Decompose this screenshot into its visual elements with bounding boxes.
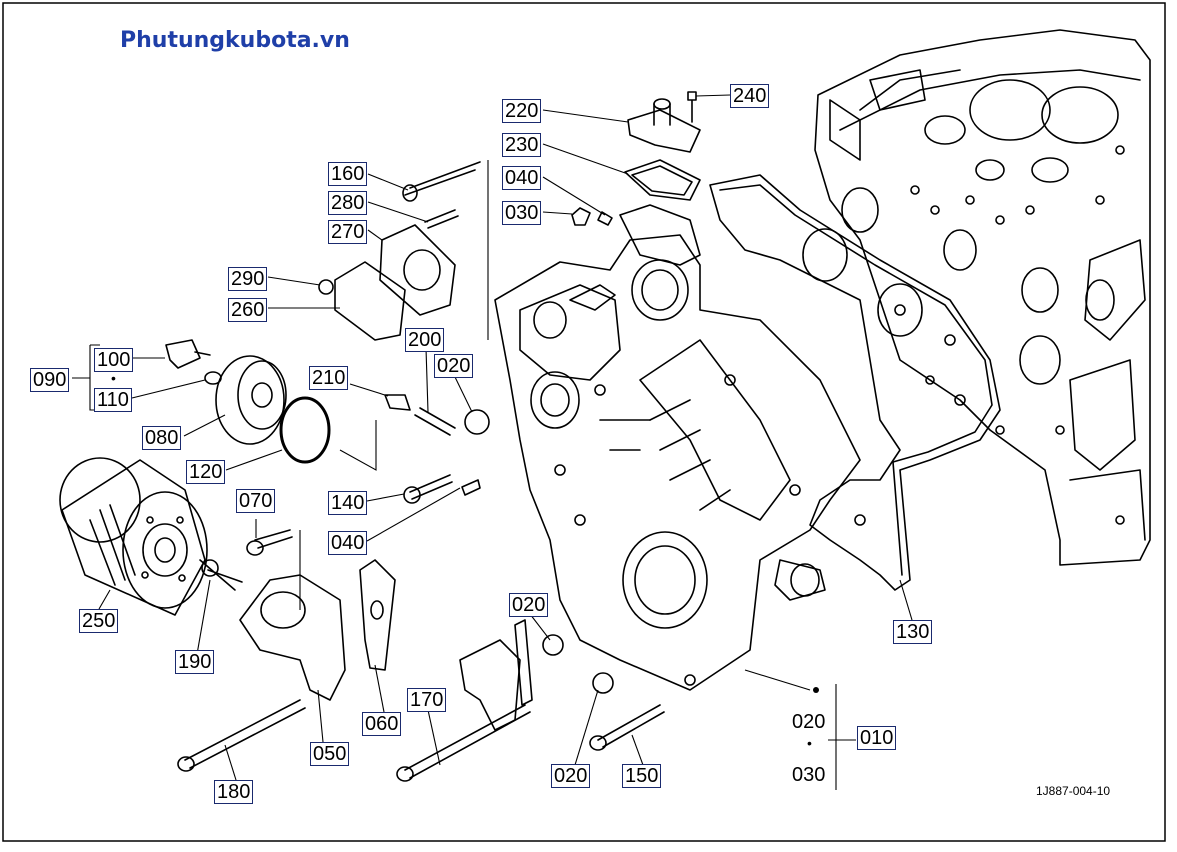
- gasket-130-drawing: [709, 174, 1001, 591]
- watermark: Phutungkubota.vn: [120, 28, 350, 53]
- leader-dot: [813, 687, 819, 693]
- callout-060[interactable]: 060: [362, 712, 402, 736]
- callout-240[interactable]: 240: [730, 84, 770, 108]
- callout-040[interactable]: 040: [502, 166, 542, 190]
- callout-120[interactable]: 120: [186, 460, 226, 484]
- callout-230[interactable]: 230: [502, 133, 542, 157]
- drawing-code: 1J887-004-10: [1036, 784, 1111, 798]
- callout-080[interactable]: 080: [142, 426, 182, 450]
- callout-290[interactable]: 290: [228, 267, 268, 291]
- bolt-150-drawing: [597, 704, 665, 748]
- callout-030-group: 030: [792, 764, 826, 786]
- plug-030-drawing: [571, 207, 591, 226]
- callout-050[interactable]: 050: [310, 742, 350, 766]
- gear-case-drawing: [494, 234, 861, 691]
- engine-block-drawing: [814, 29, 1151, 566]
- group-dot-2: •: [807, 735, 812, 751]
- pin-040-drawing: [597, 211, 613, 226]
- callout-010[interactable]: 010: [857, 726, 897, 750]
- group-dot: •: [111, 370, 116, 386]
- callout-070[interactable]: 070: [236, 489, 276, 513]
- callout-160[interactable]: 160: [328, 162, 368, 186]
- plug-020b-drawing: [542, 634, 564, 656]
- callout-270[interactable]: 270: [328, 220, 368, 244]
- callout-180[interactable]: 180: [214, 780, 254, 804]
- callout-280[interactable]: 280: [328, 191, 368, 215]
- cover-plate-drawing: [318, 161, 481, 341]
- callout-020[interactable]: 020: [434, 354, 474, 378]
- callout-100[interactable]: 100: [94, 348, 134, 372]
- callout-210[interactable]: 210: [309, 366, 349, 390]
- callout-250[interactable]: 250: [79, 609, 119, 633]
- callout-130[interactable]: 130: [893, 620, 933, 644]
- callout-260[interactable]: 260: [228, 298, 268, 322]
- valve-210-drawing: [384, 394, 411, 411]
- spring-200-drawing: [414, 407, 456, 436]
- callout-170[interactable]: 170: [407, 688, 447, 712]
- oil-filter-drawing: [59, 457, 208, 616]
- callout-020b[interactable]: 020: [509, 593, 549, 617]
- callout-040b[interactable]: 040: [328, 531, 368, 555]
- plug-020-drawing: [464, 409, 490, 435]
- callout-090[interactable]: 090: [30, 368, 70, 392]
- filter-bracket-drawing: [199, 529, 396, 701]
- callout-020-group: 020: [792, 711, 826, 733]
- relief-valve-drawing: [165, 339, 331, 464]
- pin-040b-drawing: [461, 479, 481, 496]
- bolt-170-drawing: [404, 704, 531, 779]
- callout-150[interactable]: 150: [622, 764, 662, 788]
- bolt-140-drawing: [409, 474, 453, 500]
- bolt-180-drawing: [184, 699, 306, 769]
- thermostat-housing-drawing: [619, 91, 701, 266]
- plug-020c-drawing: [592, 672, 614, 694]
- callout-140[interactable]: 140: [328, 491, 368, 515]
- callout-110[interactable]: 110: [94, 388, 132, 412]
- callout-200[interactable]: 200: [405, 328, 445, 352]
- drawing-border: [2, 2, 1166, 842]
- callout-190[interactable]: 190: [175, 650, 215, 674]
- callout-030[interactable]: 030: [502, 201, 542, 225]
- leader-lines: [72, 94, 913, 790]
- fuel-bracket-drawing: [459, 639, 521, 731]
- callout-220[interactable]: 220: [502, 99, 542, 123]
- callout-020c[interactable]: 020: [551, 764, 591, 788]
